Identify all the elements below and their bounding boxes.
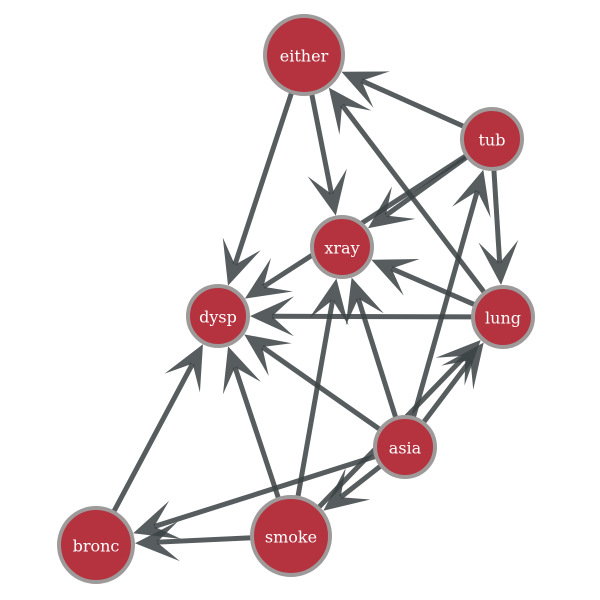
node-tub[interactable]: tub bbox=[460, 107, 524, 171]
edges-layer bbox=[111, 71, 519, 562]
arrowhead-icon bbox=[341, 71, 390, 108]
edge-asia-to-dysp bbox=[244, 334, 382, 432]
arrowhead-icon bbox=[244, 334, 292, 376]
arrowhead-icon bbox=[244, 257, 293, 299]
edge-line bbox=[232, 91, 295, 266]
edge-bronc-to-dysp bbox=[111, 344, 203, 514]
node-smoke[interactable]: smoke bbox=[250, 495, 332, 577]
arrowhead-icon bbox=[134, 521, 180, 562]
arrowhead-icon bbox=[435, 339, 481, 386]
edge-asia-to-bronc bbox=[133, 453, 378, 539]
edge-line bbox=[260, 344, 382, 432]
edge-tub-to-lung bbox=[478, 168, 519, 286]
edge-line bbox=[390, 266, 477, 308]
edge-line bbox=[360, 78, 466, 130]
node-either[interactable]: either bbox=[263, 14, 345, 96]
arrowhead-icon bbox=[222, 346, 261, 395]
arrowhead-icon bbox=[164, 344, 203, 393]
node-label: dysp bbox=[199, 308, 237, 327]
node-circle bbox=[263, 14, 345, 96]
arrowhead-icon bbox=[371, 258, 420, 296]
arrowhead-icon bbox=[323, 467, 371, 511]
node-circle bbox=[250, 495, 332, 577]
edge-tub-to-either bbox=[341, 71, 466, 130]
node-lung[interactable]: lung bbox=[471, 285, 535, 349]
edge-line bbox=[111, 362, 195, 514]
edge-asia-to-smoke bbox=[323, 463, 383, 511]
edge-line bbox=[491, 168, 503, 264]
node-circle bbox=[186, 284, 250, 348]
edge-line bbox=[156, 535, 253, 545]
edge-tub-to-dysp bbox=[244, 153, 469, 299]
arrowhead-icon bbox=[367, 186, 416, 229]
node-label: asia bbox=[389, 439, 422, 458]
node-bronc[interactable]: bronc bbox=[57, 506, 135, 584]
edge-line bbox=[232, 366, 282, 500]
nodes-layer: either tub xray dysp lung asia smoke bronc bbox=[57, 14, 535, 584]
edge-line bbox=[153, 453, 378, 529]
edge-smoke-to-bronc bbox=[134, 521, 253, 562]
arrowhead-icon bbox=[452, 169, 491, 218]
node-circle bbox=[460, 107, 524, 171]
node-circle bbox=[310, 215, 374, 279]
node-label: lung bbox=[485, 309, 521, 328]
arrowhead-icon bbox=[249, 296, 295, 337]
arrowhead-icon bbox=[309, 278, 349, 326]
node-circle bbox=[471, 285, 535, 349]
edge-line bbox=[410, 190, 480, 419]
edge-smoke-to-xray bbox=[295, 278, 349, 499]
node-label: either bbox=[280, 47, 329, 66]
node-xray[interactable]: xray bbox=[310, 215, 374, 279]
edge-lung-to-xray bbox=[371, 258, 477, 308]
edge-line bbox=[262, 153, 469, 289]
edge-line bbox=[421, 358, 473, 425]
edge-line bbox=[340, 103, 487, 295]
arrowhead-icon bbox=[478, 239, 519, 286]
edge-line bbox=[355, 297, 399, 420]
node-label: xray bbox=[324, 239, 359, 258]
arrowhead-icon bbox=[328, 87, 372, 135]
arrowhead-icon bbox=[307, 168, 347, 216]
node-label: tub bbox=[479, 131, 506, 150]
node-label: smoke bbox=[265, 528, 317, 547]
node-asia[interactable]: asia bbox=[373, 415, 437, 479]
node-label: bronc bbox=[73, 537, 120, 556]
edge-line bbox=[295, 299, 336, 499]
edge-lung-to-either bbox=[328, 87, 487, 295]
arrowhead-icon bbox=[133, 500, 182, 539]
edge-either-to-xray bbox=[307, 92, 347, 216]
edge-smoke-to-dysp bbox=[222, 346, 282, 500]
arrowhead-icon bbox=[222, 237, 261, 286]
edge-asia-to-tub bbox=[410, 169, 491, 419]
node-circle bbox=[373, 415, 437, 479]
edge-line bbox=[309, 92, 334, 195]
edge-either-to-dysp bbox=[222, 91, 295, 286]
arrowhead-icon bbox=[345, 277, 384, 326]
edge-line bbox=[339, 463, 383, 500]
node-circle bbox=[57, 506, 135, 584]
edge-asia-to-xray bbox=[345, 277, 399, 420]
node-dysp[interactable]: dysp bbox=[186, 284, 250, 348]
